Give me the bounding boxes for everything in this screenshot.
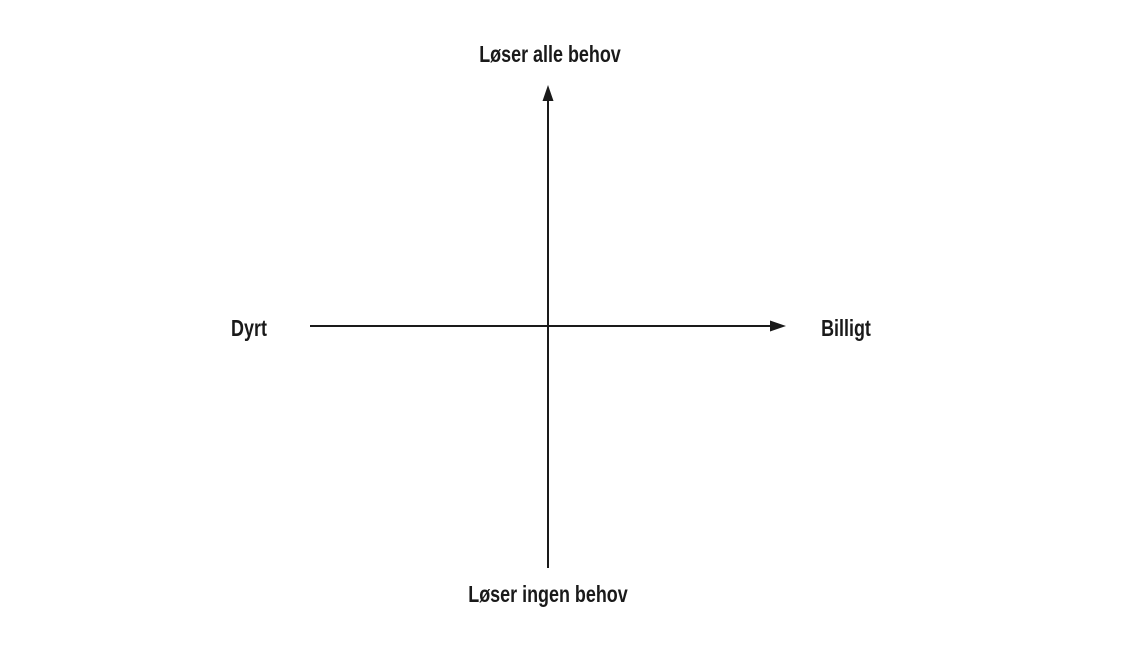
up-arrowhead-icon (542, 85, 554, 101)
axis-label-bottom: Løser ingen behov (468, 581, 628, 607)
right-arrowhead-icon (770, 320, 786, 332)
axis-label-left: Dyrt (231, 315, 267, 341)
axis-label-right: Billigt (821, 315, 871, 341)
axis-label-top: Løser alle behov (479, 41, 621, 67)
